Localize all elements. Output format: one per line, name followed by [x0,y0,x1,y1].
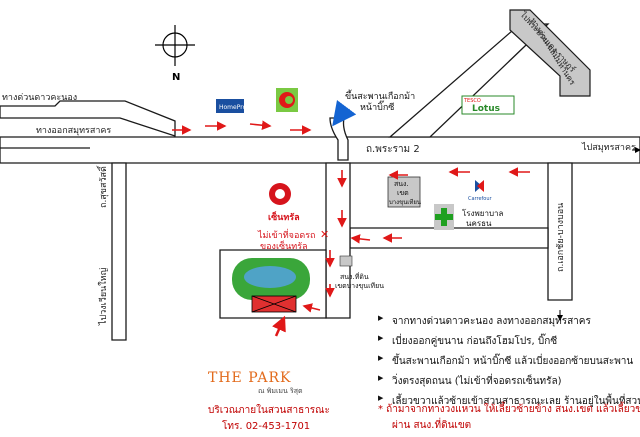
land-office-block: สนง.ที่ดิน เขตบางขุนเทียน [335,255,384,290]
directions-list: จากทางด่วนดาวคะนอง ลงทางออกสมุทรสาคร เบี… [378,314,640,414]
direction-step: ขึ้นสะพานเกือกม้า หน้าบิ๊กซี แล้วเบี่ยงอ… [378,354,640,369]
direction-step: จากทางด่วนดาวคะนอง ลงทางออกสมุทรสาคร [378,314,640,329]
park-area [232,258,310,313]
road-label-rama2: ถ.พระราม 2 [366,144,420,155]
svg-text:✕: ✕ [320,228,329,241]
svg-text:ไม่เข้าที่จอดรถ: ไม่เข้าที่จอดรถ [257,228,315,241]
direction-step: วิ่งตรงสุดถนน (ไม่เข้าที่จอดรถเซ็นทรัล) [378,374,640,389]
direction-step: เบี่ยงออกคู่ขนาน ก่อนถึงโฮมโปร, บิ๊กซี [378,334,640,349]
road-label-to-wian-yai: ไปวงเวียนใหญ่ [98,267,109,326]
svg-text:TESCO: TESCO [463,98,481,104]
park-subtitle: ณ พิมเมน ริสุต [258,387,303,395]
expressway-exit-ramp [509,9,591,97]
hospital-icon [434,204,454,230]
park-telephone: โทร. 02-453-1701 [222,421,311,432]
central-logo: เซ็นทรัล ไม่เข้าที่จอดรถ ของเซ็นทรัล ✕ [257,183,329,252]
homepro-logo: HomePro [216,99,247,113]
park-area-label: บริเวณภายในสวนสาธารณะ [208,405,330,416]
svg-text:เซ็นทรัล: เซ็นทรัล [268,210,300,223]
svg-text:ขึ้นสะพานเกือกม้า: ขึ้นสะพานเกือกม้า [345,89,415,102]
road-label-suksawat: ถ.สุขสวัสดิ์ [96,165,109,208]
hospital-label-1: โรงพยาบาล [462,208,504,218]
road-network [0,23,640,341]
svg-text:สนง.: สนง. [394,180,409,188]
svg-text:สนง.ที่ดิน: สนง.ที่ดิน [340,272,369,281]
tesco-lotus-logo: TESCO Lotus [461,95,515,115]
svg-text:เขตบางขุนเทียน: เขตบางขุนเทียน [335,282,384,290]
north-compass-icon [155,25,195,66]
direction-note-1: * ถ้ามาจากทางวงแหวน ให้เลี้ยวซ้ายข้าง สน… [378,404,640,415]
road-label-exit-samut: ทางออกสมุทรสาคร [36,126,111,136]
svg-text:Lotus: Lotus [472,104,500,114]
direction-step: เลี้ยวขวาแล้วซ้ายเข้าสวนสาธารณะเลย ร้านอ… [378,394,640,409]
park-pointer-arrow [272,315,286,337]
svg-text:เขต: เขต [397,189,409,197]
svg-text:บางขุนเทียน: บางขุนเทียน [389,198,421,206]
north-label: N [172,72,180,83]
district-office-block: สนง. เขต บางขุนเทียน [387,176,421,208]
carrefour-logo: Carrefour [468,180,493,202]
route-arrows [172,120,530,313]
direction-note-2: ผ่าน สนง.ที่ดินเขต [392,420,472,431]
svg-text:Carrefour: Carrefour [468,196,493,202]
svg-text:ของเซ็นทรัล: ของเซ็นทรัล [260,239,308,252]
bigc-logo [276,88,298,112]
svg-text:หน้าบิ๊กซี: หน้าบิ๊กซี [360,100,394,113]
road-label-to-samut: ไปสมุทรสาคร [581,142,636,153]
park-title: THE PARK [208,370,292,386]
flyover-note: ขึ้นสะพานเกือกม้า หน้าบิ๊กซี [332,89,415,127]
hospital-label-2: นครธน [466,219,492,228]
road-label-expressway: ทางด่วนดาวคะนอง [2,93,77,103]
road-label-ekachai: ถ.เอกชัย-บางบอน [556,203,566,272]
svg-text:HomePro: HomePro [219,104,247,111]
